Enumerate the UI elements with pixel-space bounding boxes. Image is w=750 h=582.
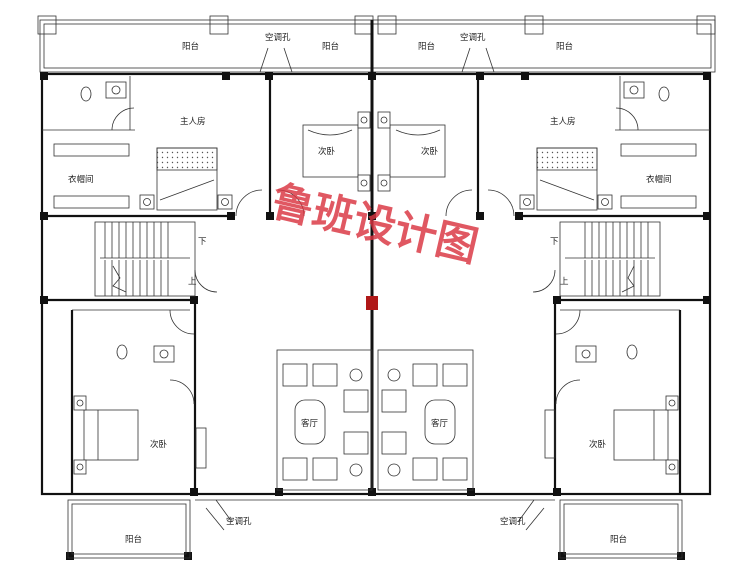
- top-balcony-outline: [37, 15, 716, 73]
- label-stair-up-right: 上: [560, 277, 569, 287]
- label-stair-down-left: 下: [198, 237, 207, 247]
- label-ac-hole-top-left: 空调孔: [265, 32, 291, 43]
- label-top-balcony-1: 阳台: [182, 41, 199, 52]
- bathroom-fixtures: [80, 81, 670, 363]
- label-living-room-right: 客厅: [431, 418, 449, 429]
- label-master-bedroom-right: 主人房: [550, 116, 576, 127]
- bed-master-right: [519, 147, 613, 211]
- label-ac-hole-top-right: 空调孔: [460, 32, 486, 43]
- bed-lower-right: [613, 395, 679, 475]
- label-closet-right: 衣帽间: [646, 174, 672, 185]
- label-top-balcony-4: 阳台: [556, 41, 573, 52]
- living-room-furniture-right: [377, 349, 474, 491]
- label-living-room-left: 客厅: [301, 418, 319, 429]
- label-second-bedroom-center-right: 次卧: [421, 146, 439, 157]
- label-stair-up-left: 上: [188, 277, 197, 287]
- label-closet-left: 衣帽间: [68, 174, 94, 185]
- label-stair-down-right: 下: [550, 237, 559, 247]
- closet-racks: [53, 143, 697, 209]
- watermark-text: 鲁班设计图: [267, 176, 483, 271]
- bed-second-room-center-right: [377, 111, 446, 192]
- label-second-bedroom-center-left: 次卧: [318, 146, 336, 157]
- living-room-furniture-left: [276, 349, 373, 491]
- door-swings: [111, 107, 639, 405]
- exterior-walls: [40, 20, 712, 496]
- label-second-bedroom-lower-left: 次卧: [150, 439, 168, 450]
- label-top-balcony-3: 阳台: [418, 41, 435, 52]
- label-top-balcony-2: 阳台: [322, 41, 339, 52]
- label-bottom-balcony-right: 阳台: [610, 534, 627, 545]
- stairs-left: [94, 221, 196, 297]
- structural-columns: [40, 72, 711, 560]
- label-ac-hole-bottom-left: 空调孔: [226, 516, 252, 527]
- label-second-bedroom-lower-right: 次卧: [589, 439, 607, 450]
- lower-wardrobes: [195, 409, 556, 469]
- stairs-right: [559, 221, 661, 297]
- label-bottom-balcony-left: 阳台: [125, 534, 142, 545]
- bottom-balconies: [67, 499, 683, 559]
- label-ac-hole-bottom-right: 空调孔: [500, 516, 526, 527]
- label-master-bedroom-left: 主人房: [180, 116, 206, 127]
- bed-second-room-center-left: [302, 111, 371, 192]
- bed-master-left: [139, 147, 233, 211]
- bed-lower-left: [73, 395, 139, 475]
